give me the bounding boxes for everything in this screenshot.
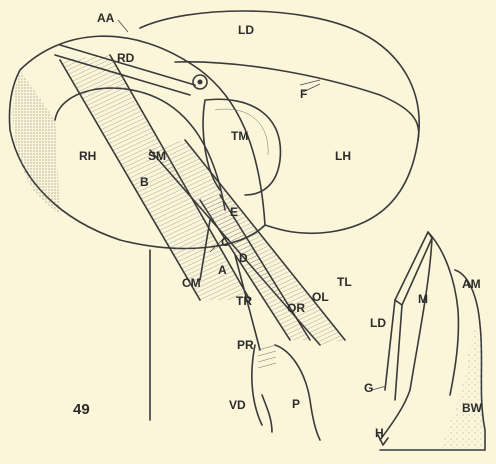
figure-number: 49	[73, 401, 90, 418]
label-ol: OL	[312, 290, 329, 304]
label-aa: AA	[97, 11, 115, 25]
label-p: P	[292, 397, 300, 411]
label-ld-lower: LD	[370, 316, 386, 330]
label-am: AM	[462, 277, 481, 291]
label-d: D	[239, 251, 248, 265]
label-sm: SM	[148, 149, 166, 163]
label-vd: VD	[229, 398, 246, 412]
label-or: OR	[287, 301, 305, 315]
label-g: G	[364, 381, 373, 395]
label-bw: BW	[462, 401, 483, 415]
label-rd: RD	[117, 51, 135, 65]
label-tr: TR	[236, 294, 252, 308]
tendon-loop	[203, 99, 280, 195]
label-pr: PR	[237, 338, 254, 352]
label-rh: RH	[79, 149, 96, 163]
label-e: E	[230, 205, 238, 219]
lower-right-structure	[378, 232, 485, 450]
label-cm: CM	[182, 276, 201, 290]
label-lh: LH	[335, 149, 351, 163]
label-h: H	[375, 426, 384, 440]
label-tl: TL	[337, 275, 352, 289]
label-a: A	[218, 263, 227, 277]
label-m: M	[418, 292, 428, 306]
label-tm: TM	[231, 129, 248, 143]
label-c: C	[221, 235, 230, 249]
label-b: B	[140, 175, 149, 189]
label-ld-upper: LD	[238, 23, 254, 37]
label-f: F	[300, 87, 307, 101]
